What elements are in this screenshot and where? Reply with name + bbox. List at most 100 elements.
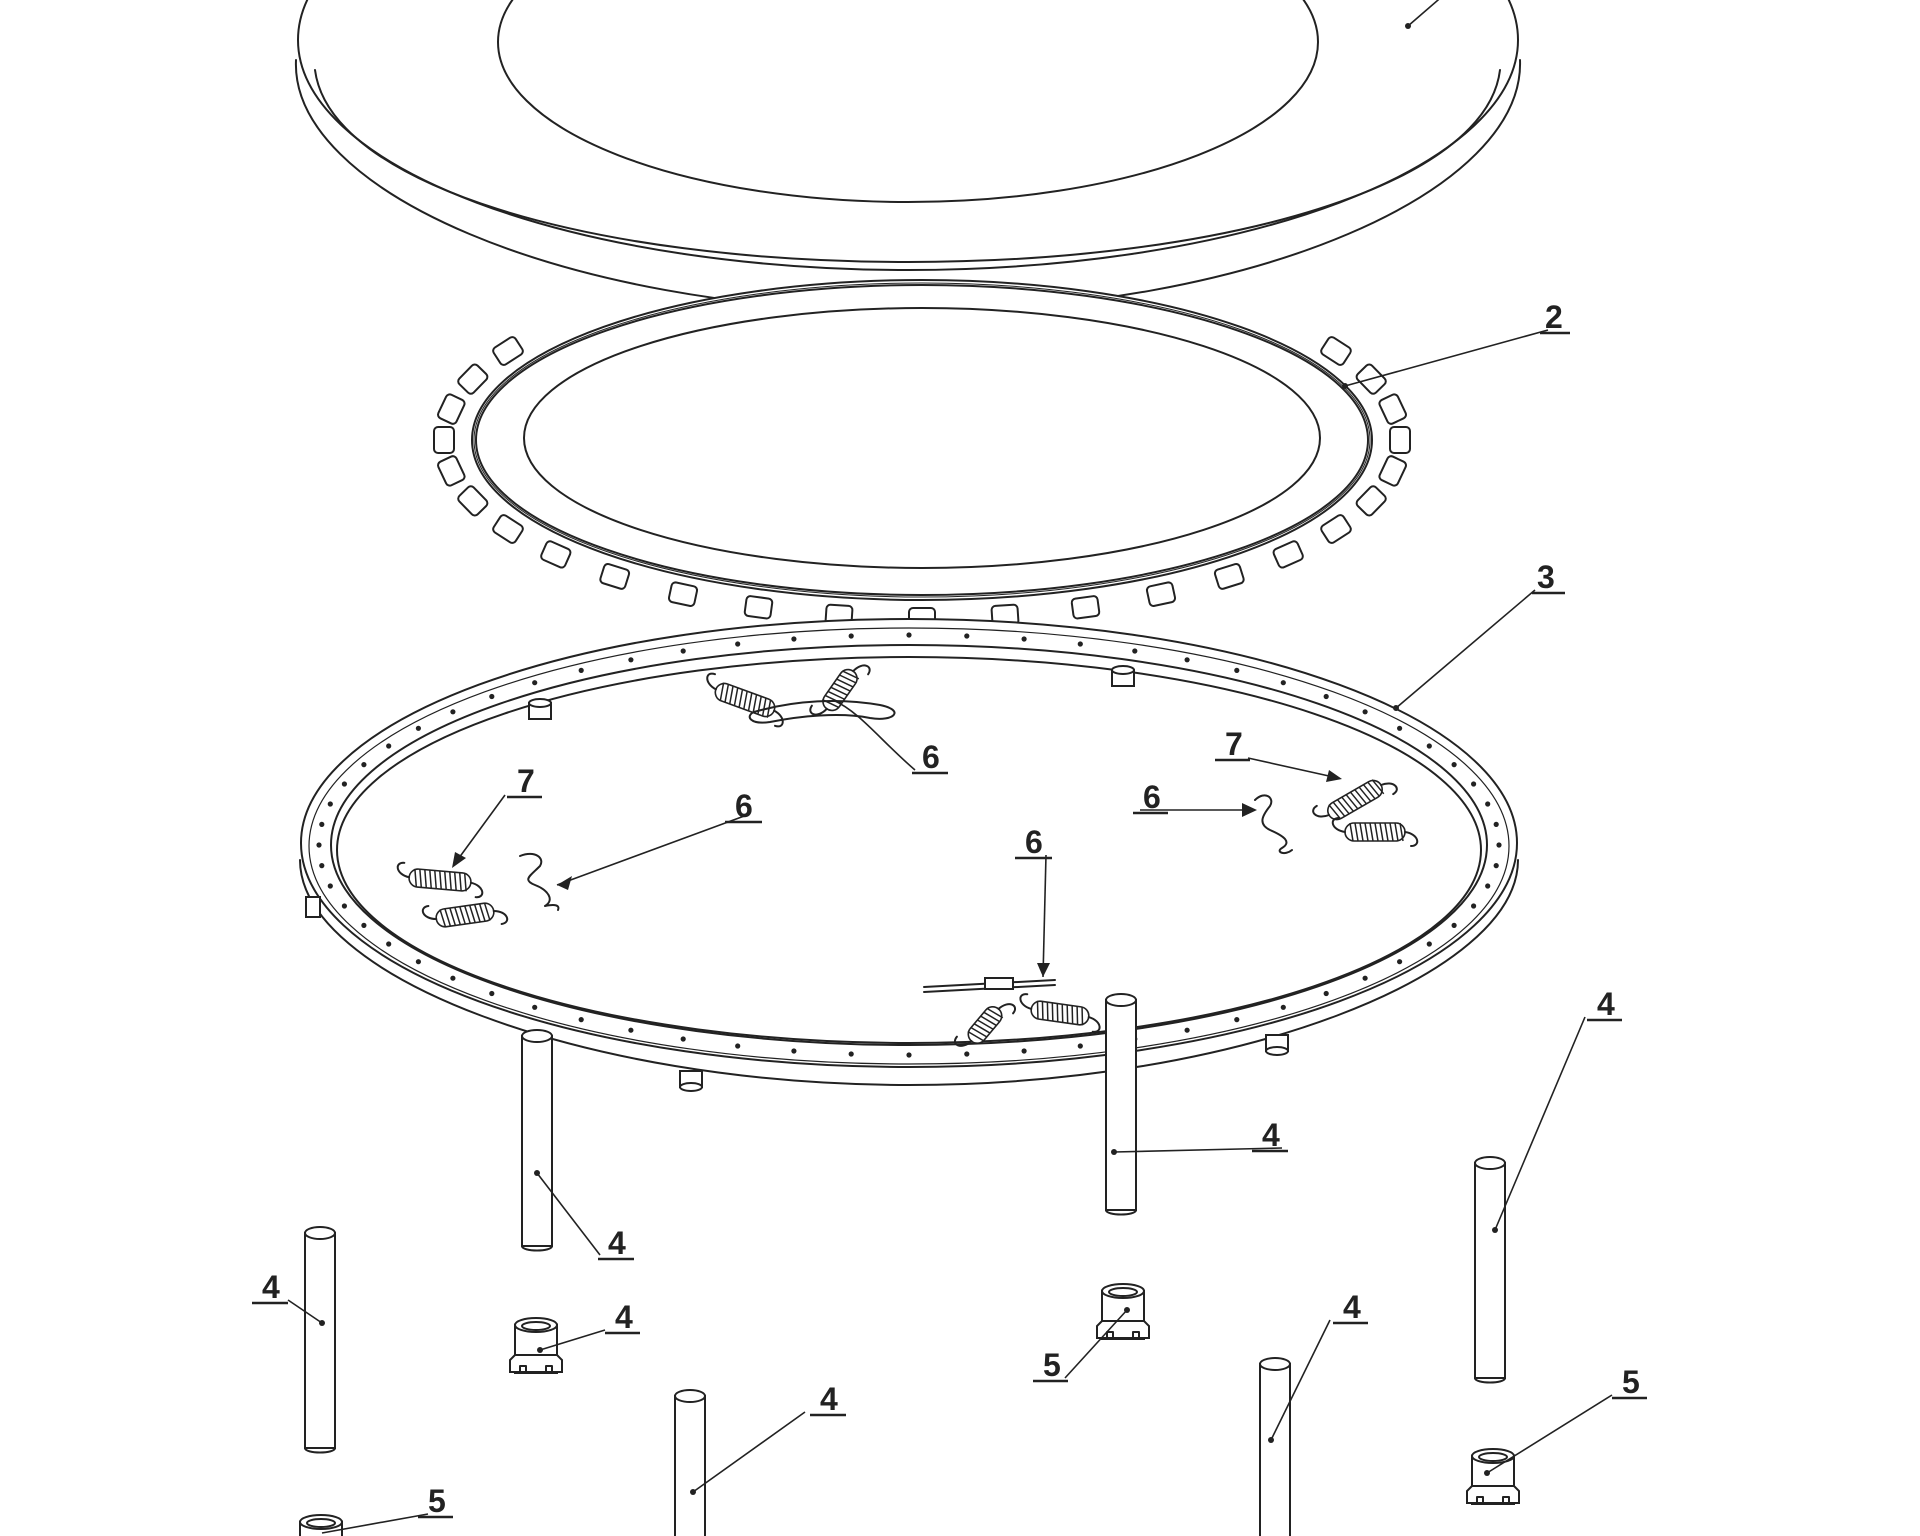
mat-loop <box>437 455 466 487</box>
callout-labels: 2 3 6 6 6 6 7 7 4 4 4 4 4 4 4 5 5 5 <box>252 299 1647 1519</box>
ring-hole <box>628 1027 634 1033</box>
callout-5: 4 <box>615 1299 633 1335</box>
ring-hole <box>1493 821 1499 828</box>
safety-pad <box>294 0 1522 313</box>
mat-loop <box>1213 562 1245 590</box>
callout-2: 2 <box>1545 299 1563 335</box>
ring-hole <box>489 693 495 700</box>
mat-loop <box>437 393 466 425</box>
ring-hole <box>489 990 495 997</box>
coil-spring <box>954 1003 1016 1047</box>
callout-4: 4 <box>1343 1289 1361 1325</box>
ring-hole <box>1451 922 1457 929</box>
ring-hole <box>327 883 333 889</box>
spring-pull-tool <box>923 977 1056 993</box>
mat-loop <box>1378 455 1407 487</box>
coil-spring <box>706 672 784 728</box>
callout-4: 4 <box>262 1269 280 1305</box>
ring-hole <box>1493 863 1499 869</box>
mat-loop <box>457 485 489 517</box>
ring-hole <box>1485 883 1491 889</box>
mat-loop <box>457 363 489 395</box>
mat-loop <box>540 540 572 569</box>
ring-hole <box>415 959 421 965</box>
ring-hole <box>327 801 333 807</box>
callout-6: 6 <box>1025 824 1043 860</box>
ring-hole <box>680 1036 686 1042</box>
ring-hole <box>1280 680 1286 686</box>
jumping-mat <box>433 279 1411 629</box>
foot-cap <box>1466 1448 1520 1505</box>
ring-hole <box>319 863 325 869</box>
callout-7: 7 <box>1225 726 1243 762</box>
ring-hole <box>316 842 322 848</box>
ring-hole <box>578 667 584 674</box>
ring-hole <box>848 1051 854 1057</box>
ring-hole <box>628 657 634 663</box>
ring-hole <box>1021 636 1027 642</box>
mat-loop <box>743 595 774 620</box>
ring-hole <box>1280 1004 1286 1010</box>
ring-hole <box>386 941 392 947</box>
ring-hole <box>680 648 686 654</box>
ring-hole <box>964 633 970 639</box>
ring-hole <box>1485 801 1491 807</box>
ring-hole <box>1077 641 1083 647</box>
ring-hole <box>1323 693 1329 700</box>
ring-hole <box>361 762 367 768</box>
ring-hole <box>532 1004 538 1010</box>
springs-and-tools <box>396 664 1419 1047</box>
ring-hole <box>791 636 797 642</box>
spring-hook-tool <box>519 852 560 911</box>
legs <box>304 993 1506 1536</box>
spring-hook-tool <box>748 700 896 724</box>
coil-spring <box>1331 817 1419 847</box>
mat-loop <box>1145 581 1177 607</box>
mat-loop <box>1378 393 1407 425</box>
ring-hole <box>1397 959 1403 965</box>
ring-hole <box>1426 941 1432 947</box>
ring-hole <box>1184 1027 1190 1033</box>
callout-6: 6 <box>922 739 940 775</box>
ring-hole <box>450 975 456 981</box>
ring-hole <box>341 781 347 787</box>
ring-hole <box>1471 903 1477 909</box>
ring-hole <box>578 1017 584 1023</box>
leader-lines <box>287 329 1613 1534</box>
ring-hole <box>1077 1043 1083 1049</box>
ring-hole <box>848 633 854 639</box>
callout-4: 4 <box>608 1225 626 1261</box>
callout-4: 4 <box>1597 986 1615 1022</box>
callout-6: 6 <box>735 788 753 824</box>
coil-spring <box>1019 993 1101 1033</box>
ring-hole <box>1362 709 1368 715</box>
ring-hole <box>735 1043 741 1049</box>
mat-loop <box>1070 595 1101 620</box>
ring-hole <box>906 632 912 638</box>
mat-loop <box>1389 426 1411 454</box>
ring-hole <box>1132 648 1138 654</box>
ring-hole <box>1496 842 1502 848</box>
mat-loop <box>433 426 455 454</box>
ring-hole <box>735 641 741 647</box>
coil-spring <box>421 902 509 928</box>
callout-3: 3 <box>1537 559 1555 595</box>
callout-5: 5 <box>1622 1364 1640 1400</box>
ring-hole <box>532 680 538 686</box>
ring-hole <box>1451 762 1457 768</box>
ring-hole <box>1021 1048 1027 1054</box>
mat-loop <box>1355 485 1387 517</box>
springs <box>396 664 1419 1047</box>
mat-loop <box>1320 336 1352 366</box>
mat-loop <box>492 336 524 366</box>
ring-hole <box>1471 781 1477 787</box>
mat-spring-loops <box>433 336 1411 629</box>
mat-loop <box>667 581 699 607</box>
ring-hole <box>964 1051 970 1057</box>
ring-hole <box>1397 725 1403 731</box>
ring-sockets <box>305 665 1289 1092</box>
callout-5: 5 <box>1043 1347 1061 1383</box>
feet <box>299 1283 1520 1536</box>
ring-hole <box>1184 657 1190 663</box>
